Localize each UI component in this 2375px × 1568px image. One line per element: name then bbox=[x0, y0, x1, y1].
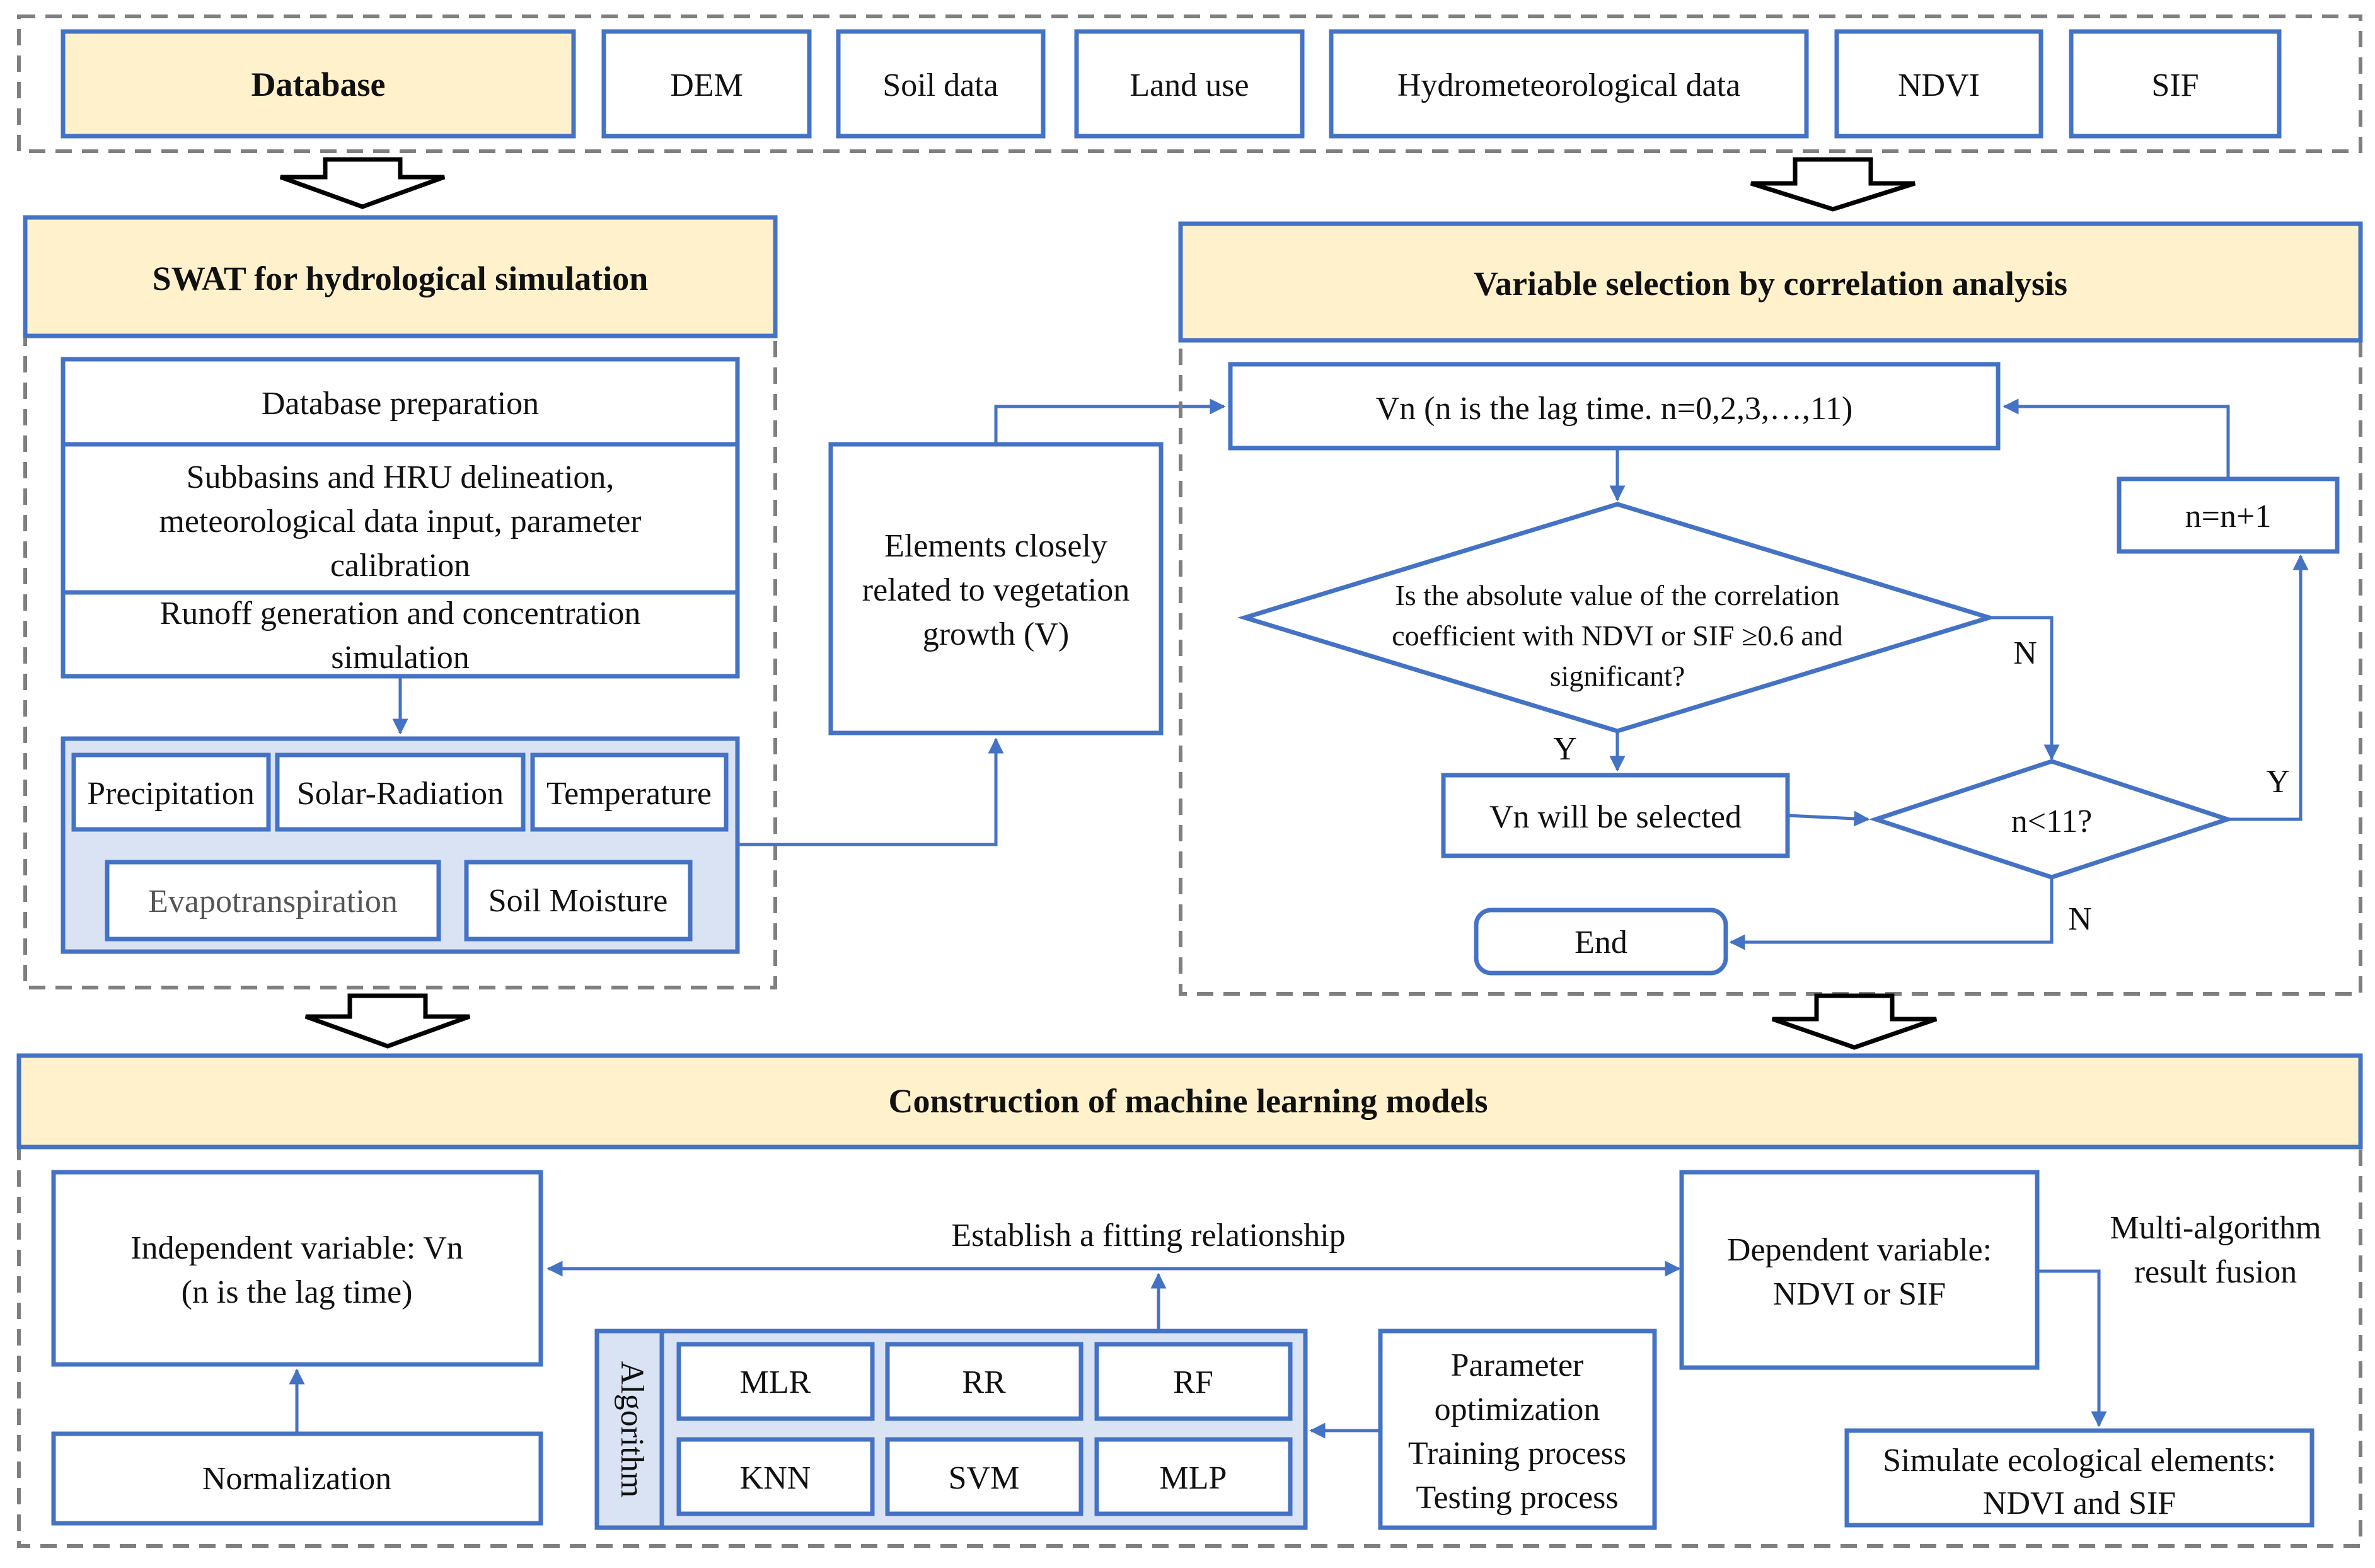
step-database-preparation: Database preparation bbox=[262, 386, 539, 422]
database-item-hydromet: Hydrometeorological data bbox=[1329, 29, 1809, 139]
output-precipitation: Precipitation bbox=[87, 776, 255, 812]
algorithm-label: Algorithm bbox=[614, 1361, 650, 1498]
database-frame bbox=[17, 14, 2362, 153]
database-item-label: Land use bbox=[1130, 67, 1249, 103]
output-evapotranspiration: Evapotranspiration bbox=[148, 884, 398, 919]
independent-line2: (n is the lag time) bbox=[182, 1274, 413, 1310]
process-box: Parameter optimization Training process … bbox=[1378, 1329, 1657, 1530]
simulate-line2: NDVI and SIF bbox=[1983, 1485, 2176, 1521]
step-runoff-line1: Runoff generation and concentration bbox=[160, 596, 641, 631]
simulate-line1: Simulate ecological elements: bbox=[1883, 1443, 2276, 1479]
database-header-box: Database bbox=[61, 29, 576, 139]
question-diamond: Is the absolute value of the correlation… bbox=[1237, 502, 1997, 734]
database-item-label: NDVI bbox=[1898, 67, 1980, 103]
ml-header-box: Construction of machine learning models bbox=[16, 1053, 2363, 1150]
end-label: End bbox=[1575, 925, 1627, 960]
database-item-label: SIF bbox=[2151, 67, 2199, 103]
question-line1: Is the absolute value of the correlation bbox=[1395, 579, 1839, 611]
normalization-label: Normalization bbox=[202, 1461, 391, 1497]
database-item-label: DEM bbox=[670, 67, 743, 103]
end-box: End bbox=[1474, 908, 1728, 976]
question-line2: coefficient with NDVI or SIF ≥0.6 and bbox=[1392, 620, 1843, 652]
database-item-dem: DEM bbox=[601, 29, 812, 139]
arrow-check-to-increment bbox=[2228, 554, 2309, 821]
algorithm-knn: KNN bbox=[740, 1460, 811, 1496]
label-yes-check: Y bbox=[2266, 764, 2290, 800]
database-title: Database bbox=[251, 66, 386, 103]
arrow-check-to-end bbox=[1729, 877, 2054, 950]
elements-line3: growth (V) bbox=[923, 616, 1070, 652]
label-no-check: N bbox=[2068, 901, 2092, 937]
swat-outputs-panel: Precipitation Solar-Radiation Temperatur… bbox=[61, 736, 740, 954]
variable-selection-header-box: Variable selection by correlation analys… bbox=[1178, 221, 2363, 343]
algorithm-mlr: MLR bbox=[740, 1364, 811, 1400]
database-item-label: Soil data bbox=[882, 67, 998, 103]
database-item-sif: SIF bbox=[2069, 29, 2282, 139]
ml-title: Construction of machine learning models bbox=[889, 1082, 1488, 1120]
variable-selection-title: Variable selection by correlation analys… bbox=[1474, 265, 2067, 303]
increment-box: n=n+1 bbox=[2117, 476, 2340, 554]
connector-outputs-to-elements bbox=[737, 737, 1004, 846]
simulate-box: Simulate ecological elements: NDVI and S… bbox=[1844, 1428, 2314, 1528]
step-subbasins-line1: Subbasins and HRU delineation, bbox=[187, 459, 615, 495]
vn-box: Vn (n is the lag time. n=0,2,3,…,11) bbox=[1228, 362, 2001, 451]
normalization-box: Normalization bbox=[51, 1431, 543, 1526]
independent-line1: Independent variable: Vn bbox=[130, 1230, 463, 1266]
elements-box: Elements closely related to vegetation g… bbox=[828, 442, 1164, 735]
output-solar-radiation: Solar-Radiation bbox=[297, 776, 504, 812]
check-diamond: n<11? bbox=[1868, 759, 2235, 880]
label-yes-selected: Y bbox=[1553, 731, 1577, 767]
elements-line1: Elements closely bbox=[884, 528, 1107, 564]
elements-line2: related to vegetation bbox=[862, 572, 1130, 608]
output-soil-moisture: Soil Moisture bbox=[488, 883, 668, 919]
flow-arrow-down-right-1 bbox=[1750, 157, 1916, 212]
process-line4: Testing process bbox=[1416, 1480, 1618, 1516]
arrow-dependent-to-simulate bbox=[2037, 1269, 2107, 1427]
arrow-increment-to-vn bbox=[2002, 398, 2230, 479]
database-item-soil: Soil data bbox=[836, 29, 1046, 139]
question-line3: significant? bbox=[1550, 660, 1685, 692]
algorithm-rr: RR bbox=[962, 1364, 1006, 1400]
dependent-line2: NDVI or SIF bbox=[1773, 1276, 1946, 1312]
fusion-line1: Multi-algorithm bbox=[2110, 1210, 2321, 1246]
arrow-question-to-check bbox=[1989, 616, 2060, 761]
vn-label: Vn (n is the lag time. n=0,2,3,…,11) bbox=[1376, 391, 1853, 427]
dependent-variable-box: Dependent variable: NDVI or SIF bbox=[1679, 1170, 2040, 1370]
check-label: n<11? bbox=[2011, 804, 2092, 839]
arrow-selected-to-check bbox=[1787, 810, 1870, 827]
algorithm-svm: SVM bbox=[949, 1460, 1020, 1496]
swat-header-box: SWAT for hydrological simulation bbox=[23, 215, 778, 338]
selected-box: Vn will be selected bbox=[1441, 773, 1790, 858]
step-subbasins-line2: meteorological data input, parameter bbox=[159, 504, 641, 539]
step-runoff-line2: simulation bbox=[331, 640, 470, 676]
flow-arrow-down-right-2 bbox=[1771, 993, 1938, 1050]
label-no-question: N bbox=[2013, 635, 2037, 671]
output-temperature: Temperature bbox=[546, 776, 712, 812]
database-item-landuse: Land use bbox=[1074, 29, 1305, 139]
dependent-line1: Dependent variable: bbox=[1727, 1232, 1992, 1268]
increment-label: n=n+1 bbox=[2185, 499, 2272, 534]
step-subbasins-line3: calibration bbox=[330, 548, 470, 584]
swat-title: SWAT for hydrological simulation bbox=[153, 260, 649, 297]
database-item-ndvi: NDVI bbox=[1834, 29, 2043, 139]
selected-label: Vn will be selected bbox=[1489, 799, 1742, 835]
flow-arrow-down-left-2 bbox=[304, 993, 471, 1049]
flow-arrow-down-left-1 bbox=[279, 157, 446, 209]
fusion-line2: result fusion bbox=[2134, 1254, 2297, 1290]
process-line1: Parameter bbox=[1451, 1347, 1584, 1383]
database-item-label: Hydrometeorological data bbox=[1397, 67, 1740, 103]
algorithm-rf: RF bbox=[1173, 1364, 1213, 1400]
algorithm-mlp: MLP bbox=[1160, 1460, 1227, 1496]
connector-elements-to-vn bbox=[994, 398, 1226, 444]
swat-steps-box: Database preparation Subbasins and HRU d… bbox=[61, 357, 740, 679]
independent-variable-box: Independent variable: Vn (n is the lag t… bbox=[51, 1170, 543, 1367]
algorithm-panel: Algorithm MLR RR RF KNN SVM MLP bbox=[594, 1329, 1308, 1530]
process-line2: optimization bbox=[1435, 1392, 1600, 1427]
fitting-label: Establish a fitting relationship bbox=[951, 1218, 1345, 1254]
process-line3: Training process bbox=[1408, 1436, 1626, 1472]
